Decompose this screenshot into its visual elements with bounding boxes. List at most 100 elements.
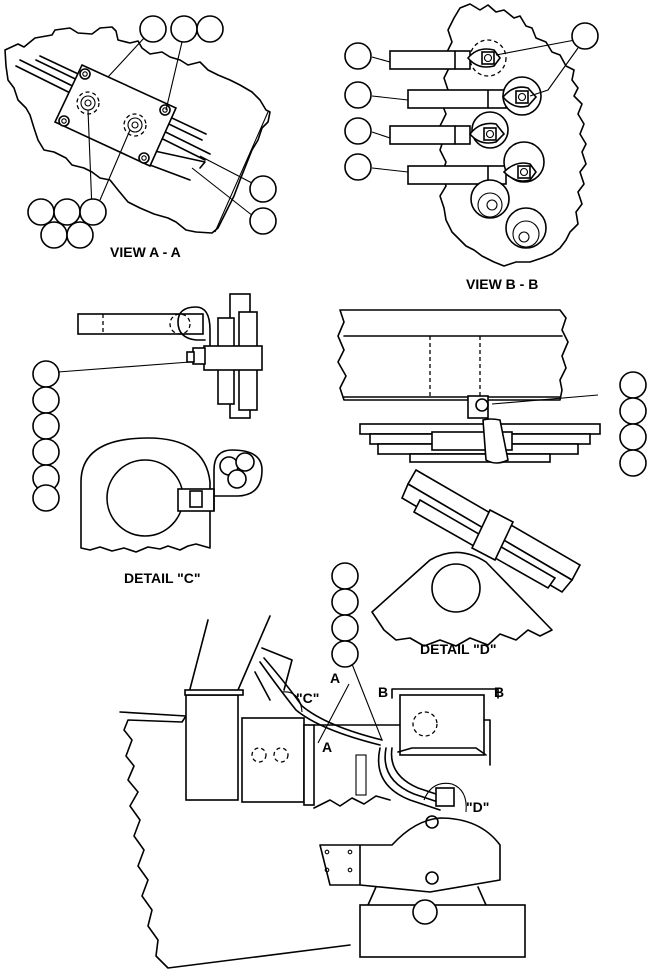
detail-d-leader <box>491 394 599 405</box>
view-a-a-callout-3 <box>196 15 224 43</box>
main-frame-outline <box>119 711 351 969</box>
detail-d-callout-4 <box>619 449 647 477</box>
main-lower-mount-bolt-1 <box>324 849 330 855</box>
detail-c-title: DETAIL "C" <box>124 570 201 586</box>
view-a-a-bolt-2-center <box>162 107 168 113</box>
view-a-a-grommet-2-center <box>131 121 139 129</box>
view-a-a-bolt-1 <box>79 68 91 80</box>
view-a-a-bolt-2 <box>159 104 171 116</box>
detail-d-callout-5 <box>331 562 359 590</box>
view-b-b-leaders <box>371 39 579 173</box>
view-a-a-bolt-3-center <box>61 118 67 124</box>
view-b-b-cable-4 <box>407 165 507 185</box>
detail-c-bracket-stack <box>186 293 263 419</box>
section-marker-b-right: B <box>494 684 504 700</box>
detail-d-cable-bundle <box>359 395 601 464</box>
main-control-box <box>399 694 485 756</box>
detail-d-reference: "D" <box>466 799 489 815</box>
view-b-b-stud-1-center <box>483 53 493 63</box>
detail-d-angled-clamp <box>470 508 515 562</box>
main-section-b-line <box>391 688 499 699</box>
view-a-a-callout-10 <box>249 207 277 235</box>
main-leaders <box>351 663 383 741</box>
view-b-b-cable-3 <box>389 125 471 145</box>
view-a-a-bolt-4 <box>138 152 150 164</box>
main-junction-knockout-1 <box>251 747 267 763</box>
detail-d-mount-bore <box>431 563 481 613</box>
main-post-body <box>185 694 239 801</box>
view-a-a-callout-5 <box>53 198 81 226</box>
main-harness-route <box>259 657 383 746</box>
main-lower-mount-bolt-2 <box>347 849 353 855</box>
view-a-a-bolt-1-center <box>82 71 88 77</box>
detail-c-clip-loop <box>177 306 211 371</box>
view-b-b-insulator-2 <box>505 207 547 249</box>
detail-d-mount-body <box>371 551 553 647</box>
view-a-a-callout-9 <box>249 175 277 203</box>
detail-c-nut <box>192 347 206 365</box>
main-harness-clamp <box>435 787 455 807</box>
main-inspection-slot <box>355 754 367 796</box>
main-base-bore <box>412 899 438 925</box>
view-b-b-nut-2 <box>515 90 529 104</box>
main-lower-mount <box>319 817 501 893</box>
main-frame-body <box>313 724 401 809</box>
view-a-a-callout-2 <box>170 15 198 43</box>
detail-c-callout-1 <box>32 360 60 388</box>
main-side-plate <box>303 724 315 806</box>
view-b-b-callout-2 <box>344 81 372 109</box>
view-b-b-title: VIEW B - B <box>466 276 538 292</box>
view-a-a-title: VIEW A - A <box>110 244 181 260</box>
detail-d-callout-7 <box>331 614 359 642</box>
detail-c-callout-3 <box>32 412 60 440</box>
view-a-a-grommet-2-center-ring <box>127 117 143 133</box>
detail-c-callout-6 <box>32 484 60 512</box>
view-b-b-stud-4-center <box>519 167 529 177</box>
view-a-a-callout-4 <box>27 198 55 226</box>
detail-c-mount-bore <box>106 459 184 537</box>
detail-d-title: DETAIL "D" <box>420 641 497 657</box>
detail-c-cable-side <box>77 313 204 335</box>
main-detail-c-circle-arc <box>281 691 303 713</box>
view-a-a-callout-1 <box>139 15 167 43</box>
detail-d-callout-2 <box>619 397 647 425</box>
main-post-collar <box>184 689 244 696</box>
main-bracket-wire <box>254 647 293 701</box>
main-base-legs <box>367 886 487 906</box>
view-b-b-nut-3 <box>483 127 497 141</box>
view-a-a-bolt-4-center <box>141 155 147 161</box>
view-b-b-callout-4 <box>344 153 372 181</box>
view-a-a: VIEW A - A <box>4 15 277 260</box>
detail-d: DETAIL "D" <box>331 309 647 668</box>
view-a-a-bolt-3 <box>58 115 70 127</box>
detail-d-angled-bundle <box>400 468 582 594</box>
detail-c-cable-end-hidden <box>169 313 191 335</box>
detail-c-wire-2 <box>235 452 255 472</box>
detail-c-leader <box>57 361 191 373</box>
detail-c-wire-3 <box>227 469 247 489</box>
detail-c-cable-clip <box>213 449 263 511</box>
main-section-a-line <box>317 683 350 744</box>
view-b-b-stud-3-center <box>485 129 495 139</box>
view-b-b-insulator-1-inner <box>477 192 503 218</box>
view-b-b-cable-1 <box>389 50 471 70</box>
detail-c-mount-body <box>80 437 211 553</box>
main-control-box-base <box>397 719 491 766</box>
view-a-a-clamp-plate <box>53 63 178 168</box>
detail-c-bolt-end <box>186 351 195 363</box>
view-b-b-nut-1 <box>481 51 495 65</box>
detail-d-callout-6 <box>331 588 359 616</box>
detail-c: DETAIL "C" <box>32 293 263 586</box>
detail-d-cable-d <box>409 453 551 463</box>
detail-d-nut <box>475 398 489 412</box>
view-a-a-grommet-2 <box>123 113 147 137</box>
detail-d-callout-1 <box>619 371 647 399</box>
main-junction-knockout-2 <box>273 747 289 763</box>
detail-c-reference: "C" <box>296 690 319 706</box>
detail-d-frame-rail <box>337 309 569 401</box>
main-assembly: A A B B "C" "D" <box>119 615 526 969</box>
view-a-a-breakout-outline <box>4 26 271 234</box>
section-marker-b-left: B <box>378 684 388 700</box>
main-detail-d-circle-arc <box>423 782 467 813</box>
